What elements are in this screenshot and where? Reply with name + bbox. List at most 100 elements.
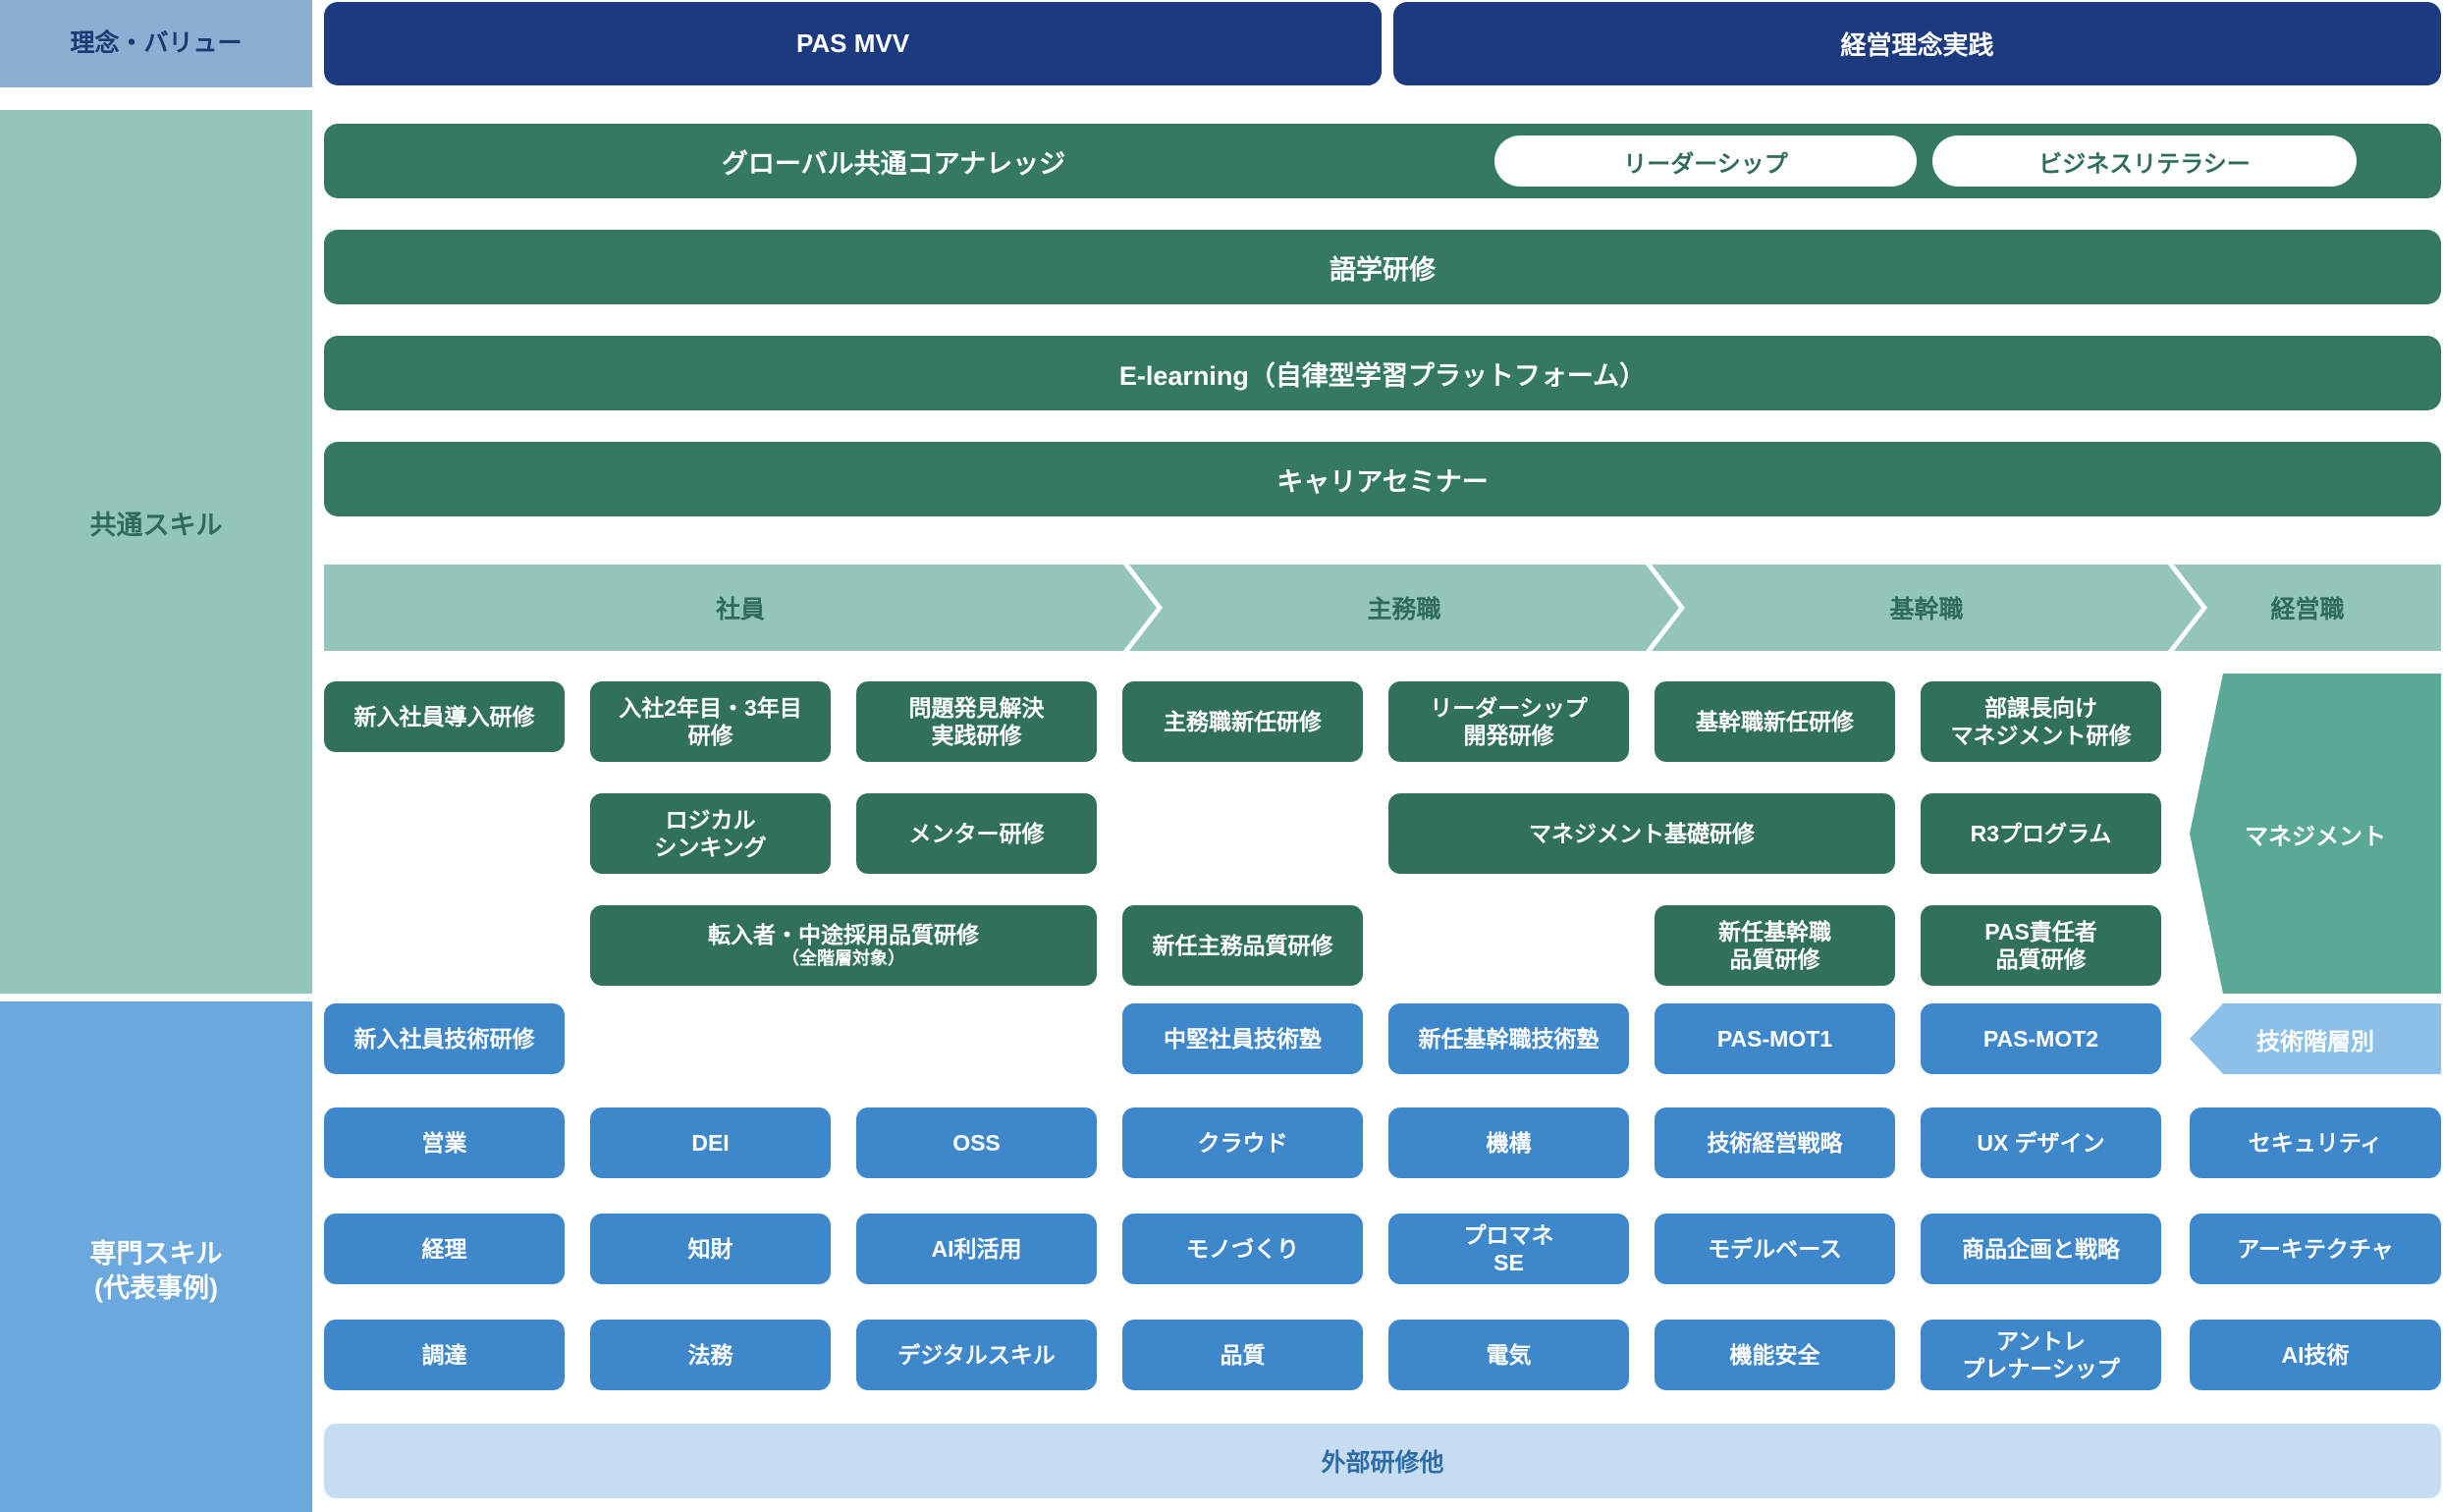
card-common-10[interactable]: R3プログラム [1921,793,2161,874]
stage-chief[interactable]: 主務職 [1129,565,1679,651]
card-spec-14[interactable]: 知財 [590,1214,831,1284]
career-seminar-label: キャリアセミナー [1276,466,1489,497]
card-common-14-label: PAS責任者品質研修 [1984,918,2097,972]
career-seminar-bar[interactable]: キャリアセミナー [324,442,2441,516]
card-spec-25-label: 電気 [1486,1341,1532,1368]
card-common-3-label: 主務職新任研修 [1164,708,1322,734]
pill-business-literacy-label: ビジネスリテラシー [2038,150,2251,178]
card-spec-20[interactable]: アーキテクチャ [2190,1214,2441,1284]
card-common-13[interactable]: 新任基幹職品質研修 [1655,905,1895,986]
card-common-11-sub: （全階層対象） [782,948,905,969]
card-common-8-label: メンター研修 [908,820,1045,846]
card-spec-28[interactable]: AI技術 [2190,1320,2441,1390]
elearning-bar[interactable]: E-learning（自律型学習プラットフォーム） [324,336,2441,410]
card-spec-22[interactable]: 法務 [590,1320,831,1390]
stage-core[interactable]: 基幹職 [1652,565,2201,651]
card-spec-21[interactable]: 調達 [324,1320,565,1390]
card-common-4-label: リーダーシップ開発研修 [1430,694,1588,748]
card-spec-5-label: 営業 [421,1129,467,1156]
card-spec-15-label: AI利活用 [931,1235,1022,1262]
card-spec-1[interactable]: 中堅社員技術塾 [1122,1003,1363,1074]
stage-executive-label: 経営職 [2270,596,2345,623]
external-training-bar[interactable]: 外部研修他 [324,1424,2441,1498]
side-tag-technical-tier[interactable]: 技術階層別 [2190,1003,2441,1074]
side-tag-management-label: マネジメント [2245,823,2386,850]
language-training-bar[interactable]: 語学研修 [324,230,2441,304]
card-spec-8-label: クラウド [1197,1129,1288,1156]
card-spec-20-label: アーキテクチャ [2237,1235,2394,1262]
card-spec-24[interactable]: 品質 [1122,1320,1363,1390]
card-common-5[interactable]: 基幹職新任研修 [1655,681,1895,762]
card-common-0-label: 新入社員導入研修 [353,703,535,729]
card-spec-3[interactable]: PAS-MOT1 [1655,1003,1895,1074]
card-common-9-label: マネジメント基礎研修 [1529,820,1755,846]
card-common-7[interactable]: ロジカルシンキング [590,793,831,874]
rail-values: 理念・バリュー [0,0,312,87]
card-spec-4[interactable]: PAS-MOT2 [1921,1003,2161,1074]
rail-common-skills: 共通スキル [0,110,312,994]
card-common-14[interactable]: PAS責任者品質研修 [1921,905,2161,986]
card-common-6[interactable]: 部課長向けマネジメント研修 [1921,681,2161,762]
card-spec-10-label: 技術経営戦略 [1707,1129,1843,1156]
stage-executive[interactable]: 経営職 [2174,565,2441,651]
side-tag-technical-tier-label: 技術階層別 [2256,1028,2374,1055]
card-spec-5[interactable]: 営業 [324,1107,565,1178]
card-spec-12[interactable]: セキュリティ [2190,1107,2441,1178]
card-spec-9-label: 機構 [1486,1129,1532,1156]
card-spec-12-label: セキュリティ [2248,1129,2383,1156]
card-spec-0[interactable]: 新入社員技術研修 [324,1003,565,1074]
card-common-12-label: 新任主務品質研修 [1152,932,1333,958]
card-spec-3-label: PAS-MOT1 [1716,1025,1833,1052]
card-common-8[interactable]: メンター研修 [856,793,1097,874]
rail-spec-label-line1: 専門スキル [89,1239,223,1269]
rail-values-label: 理念・バリュー [70,29,243,58]
card-common-0[interactable]: 新入社員導入研修 [324,681,565,752]
card-spec-18-label: モデルベース [1708,1235,1842,1262]
elearning-label: E-learning（自律型学習プラットフォーム） [1118,360,1647,391]
card-spec-10[interactable]: 技術経営戦略 [1655,1107,1895,1178]
card-spec-13-label: 経理 [421,1235,467,1262]
card-spec-26[interactable]: 機能安全 [1655,1320,1895,1390]
card-spec-8[interactable]: クラウド [1122,1107,1363,1178]
card-spec-6[interactable]: DEI [590,1107,831,1178]
stage-employee-label: 社員 [715,596,765,623]
card-common-11-label: 転入者・中途採用品質研修 [708,922,979,947]
card-common-1-label: 入社2年目・3年目研修 [619,694,802,748]
card-common-12[interactable]: 新任主務品質研修 [1122,905,1363,986]
card-spec-2[interactable]: 新任基幹職技術塾 [1388,1003,1629,1074]
side-tag-management[interactable]: マネジメント [2190,674,2441,994]
global-core-knowledge-bar[interactable]: グローバル共通コアナレッジ リーダーシップ ビジネスリテラシー [324,124,2441,198]
stage-employee[interactable]: 社員 [324,565,1157,651]
card-common-4[interactable]: リーダーシップ開発研修 [1388,681,1629,762]
pas-mvv-bar[interactable]: PAS MVV [324,2,1382,85]
card-spec-4-label: PAS-MOT2 [1982,1025,2099,1052]
pill-business-literacy[interactable]: ビジネスリテラシー [1932,135,2357,187]
card-spec-16[interactable]: モノづくり [1122,1214,1363,1284]
rail-common-label: 共通スキル [89,511,223,541]
card-common-11[interactable]: 転入者・中途採用品質研修 （全階層対象） [590,905,1097,986]
card-spec-18[interactable]: モデルベース [1655,1214,1895,1284]
career-stage-bar: 社員 主務職 基幹職 経営職 [324,565,2441,651]
card-common-1[interactable]: 入社2年目・3年目研修 [590,681,831,762]
card-spec-13[interactable]: 経理 [324,1214,565,1284]
pill-leadership[interactable]: リーダーシップ [1494,135,1917,187]
card-common-3[interactable]: 主務職新任研修 [1122,681,1363,762]
card-spec-23[interactable]: デジタルスキル [856,1320,1097,1390]
card-common-9[interactable]: マネジメント基礎研修 [1388,793,1895,874]
card-spec-2-label: 新任基幹職技術塾 [1418,1025,1600,1052]
card-spec-25[interactable]: 電気 [1388,1320,1629,1390]
card-spec-7[interactable]: OSS [856,1107,1097,1178]
card-spec-27-label: アントレプレナーシップ [1962,1327,2120,1381]
card-spec-19[interactable]: 商品企画と戦略 [1921,1214,2161,1284]
card-spec-14-label: 知財 [687,1235,733,1262]
card-spec-9[interactable]: 機構 [1388,1107,1629,1178]
management-philosophy-bar[interactable]: 経営理念実践 [1393,2,2441,85]
card-common-2[interactable]: 問題発見解決実践研修 [856,681,1097,762]
card-spec-11[interactable]: UX デザイン [1921,1107,2161,1178]
card-spec-27[interactable]: アントレプレナーシップ [1921,1320,2161,1390]
card-spec-15[interactable]: AI利活用 [856,1214,1097,1284]
card-spec-7-label: OSS [952,1129,1001,1156]
card-spec-21-label: 調達 [421,1341,467,1368]
